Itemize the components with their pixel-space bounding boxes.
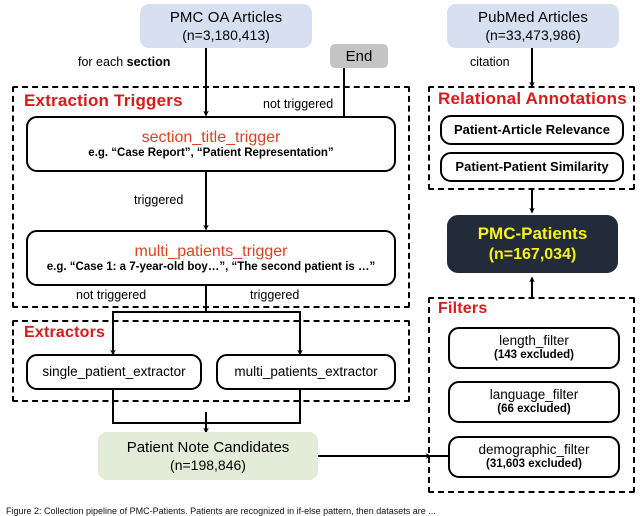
card-section-title-trigger[interactable]: section_title_trigger e.g. “Case Report”… <box>26 116 396 172</box>
group-relational-annotations <box>428 86 635 190</box>
patient-note-candidates-count: (n=198,846) <box>170 456 246 473</box>
node-pubmed-articles: PubMed Articles (n=33,473,986) <box>447 4 619 48</box>
pubmed-count: (n=33,473,986) <box>485 26 581 43</box>
card-multi-patients-trigger[interactable]: multi_patients_trigger e.g. “Case 1: a 7… <box>26 230 396 286</box>
length-filter-excluded: (143 excluded) <box>494 349 574 362</box>
group-extraction-triggers <box>12 86 410 308</box>
end-label: End <box>345 47 373 65</box>
edge-label-not-triggered-title: not triggered <box>263 97 334 111</box>
group-title-relational-annotations: Relational Annotations <box>436 89 629 109</box>
for-each-bold: section <box>126 55 171 69</box>
edge-label-for-each-section: for each section <box>78 55 170 69</box>
pmc-oa-title: PMC OA Articles <box>169 8 283 26</box>
patient-article-relevance-name: Patient-Article Relevance <box>453 122 611 138</box>
section-title-trigger-name: section_title_trigger <box>141 128 281 146</box>
group-title-extractors: Extractors <box>22 324 108 342</box>
figure-caption: Figure 2: Collection pipeline of PMC-Pat… <box>6 506 436 516</box>
card-patient-patient-similarity[interactable]: Patient-Patient Similarity <box>440 152 624 182</box>
card-single-patient-extractor[interactable]: single_patient_extractor <box>26 354 202 390</box>
multi-patients-trigger-example: e.g. “Case 1: a 7-year-old boy…”, “The s… <box>46 260 376 273</box>
pmc-patients-title: PMC-Patients <box>477 224 588 244</box>
edge-label-not-triggered-multi: not triggered <box>76 288 147 302</box>
pubmed-title: PubMed Articles <box>478 8 588 26</box>
group-extractors <box>12 320 410 402</box>
edge-label-triggered-title: triggered <box>134 193 184 207</box>
group-filters <box>428 297 635 493</box>
for-each-prefix: for each <box>78 55 127 69</box>
language-filter-excluded: (66 excluded) <box>497 403 571 416</box>
node-pmc-patients: PMC-Patients (n=167,034) <box>447 215 618 273</box>
group-title-extraction-triggers: Extraction Triggers <box>22 91 185 111</box>
node-pmc-oa-articles: PMC OA Articles (n=3,180,413) <box>140 4 312 48</box>
demographic-filter-name: demographic_filter <box>478 442 590 457</box>
card-patient-article-relevance[interactable]: Patient-Article Relevance <box>440 115 624 145</box>
card-language-filter[interactable]: language_filter (66 excluded) <box>448 381 620 423</box>
node-end: End <box>330 44 388 68</box>
patient-note-candidates-title: Patient Note Candidates <box>126 438 290 456</box>
multi-patients-trigger-name: multi_patients_trigger <box>134 242 288 260</box>
card-demographic-filter[interactable]: demographic_filter (31,603 excluded) <box>448 436 620 478</box>
length-filter-name: length_filter <box>499 333 569 348</box>
section-title-trigger-example: e.g. “Case Report”, “Patient Representat… <box>88 146 334 159</box>
edge-label-triggered-multi: triggered <box>250 288 300 302</box>
single-patient-extractor-name: single_patient_extractor <box>42 363 186 379</box>
demographic-filter-excluded: (31,603 excluded) <box>486 458 582 471</box>
pmc-patients-count: (n=167,034) <box>488 245 577 263</box>
edge-label-citation: citation <box>470 55 510 69</box>
card-multi-patients-extractor[interactable]: multi_patients_extractor <box>216 354 396 390</box>
pmc-oa-count: (n=3,180,413) <box>182 26 270 43</box>
language-filter-name: language_filter <box>489 387 579 402</box>
group-title-filters: Filters <box>436 300 490 318</box>
multi-patients-extractor-name: multi_patients_extractor <box>234 363 378 379</box>
patient-patient-similarity-name: Patient-Patient Similarity <box>455 159 609 175</box>
node-patient-note-candidates: Patient Note Candidates (n=198,846) <box>98 432 318 480</box>
card-length-filter[interactable]: length_filter (143 excluded) <box>448 327 620 369</box>
